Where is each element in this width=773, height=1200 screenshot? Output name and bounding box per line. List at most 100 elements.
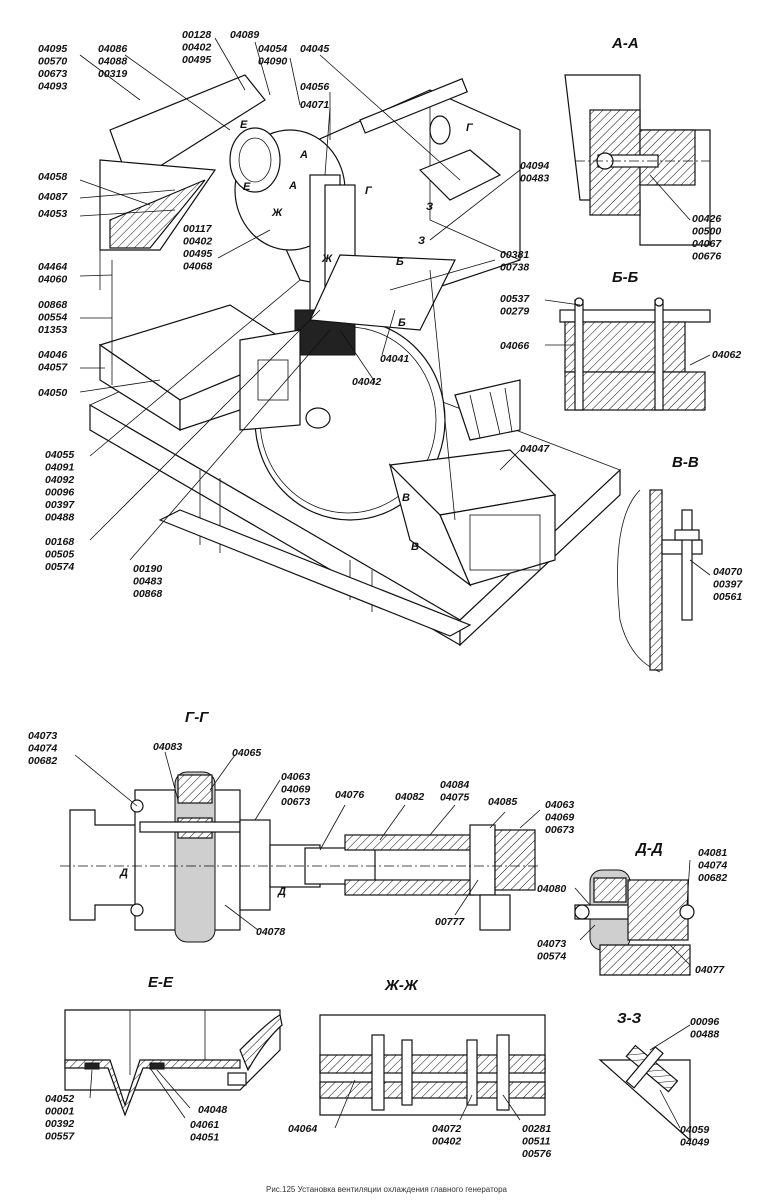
- callout-04050: 04050: [38, 387, 67, 399]
- part-number: 00319: [98, 68, 127, 80]
- part-number: 04062: [712, 349, 741, 361]
- section-vv: [617, 489, 703, 673]
- part-number: 00096: [690, 1016, 719, 1028]
- cut-mark-b: Б: [398, 317, 406, 329]
- part-number: 00554: [38, 312, 67, 324]
- part-number: 04070: [713, 566, 742, 578]
- part-number: 00128: [182, 29, 211, 41]
- part-number: 00682: [698, 872, 727, 884]
- part-number: 04072: [432, 1123, 461, 1135]
- callout-04045: 04045: [300, 43, 329, 55]
- part-number: 04091: [45, 462, 74, 474]
- part-number: 00402: [183, 236, 212, 248]
- part-number: 00868: [38, 299, 67, 311]
- part-number: 04069: [545, 812, 574, 824]
- callout-04062: 04062: [712, 349, 741, 361]
- part-number: 00500: [692, 226, 721, 238]
- part-number: 00738: [500, 262, 529, 274]
- part-number: 00426: [692, 213, 721, 225]
- cut-mark-a: А: [299, 149, 308, 161]
- part-number: 04066: [500, 340, 529, 352]
- part-number: 00537: [500, 293, 530, 305]
- part-number: 04093: [38, 81, 67, 93]
- part-number: 04061: [190, 1119, 219, 1131]
- callout-00777: 00777: [435, 916, 465, 928]
- part-number: 04094: [520, 160, 549, 172]
- part-number: 00673: [545, 824, 574, 836]
- section-zz: [598, 1044, 691, 1142]
- part-number: 00673: [281, 796, 310, 808]
- part-number: 04085: [488, 796, 517, 808]
- cut-mark-z: З: [426, 201, 433, 213]
- part-number: 00682: [28, 755, 57, 767]
- section-title-zhzh: Ж-Ж: [384, 977, 419, 994]
- section-bb: [559, 297, 711, 411]
- fan-shaft: [359, 78, 469, 134]
- figure-caption: Рис.125 Установка вентиляции охлаждения …: [265, 1185, 507, 1194]
- part-number: 00001: [45, 1106, 74, 1118]
- part-number: 00096: [45, 487, 74, 499]
- part-number: 04051: [190, 1132, 219, 1144]
- part-number: 04067: [692, 238, 722, 250]
- part-number: 00397: [713, 579, 743, 591]
- part-number: 00281: [522, 1123, 551, 1135]
- part-number: 00279: [500, 306, 529, 318]
- part-number: 00483: [133, 576, 162, 588]
- part-number: 00576: [522, 1148, 551, 1160]
- part-number: 00673: [38, 68, 67, 80]
- part-number: 00168: [45, 536, 74, 548]
- cut-mark-a: А: [288, 180, 297, 192]
- cut-mark-zh: Ж: [271, 207, 283, 219]
- callout-04066: 04066: [500, 340, 529, 352]
- part-number: 04064: [288, 1123, 317, 1135]
- callout-04082: 04082: [395, 791, 424, 803]
- part-number: 01353: [38, 324, 67, 336]
- section-title-gg: Г-Г: [185, 709, 209, 726]
- part-number: 04053: [38, 208, 67, 220]
- part-number: 04088: [98, 56, 127, 68]
- callout-04056: 04056: [300, 81, 329, 93]
- part-number: 00392: [45, 1118, 74, 1130]
- part-number: 04086: [98, 43, 127, 55]
- part-number: 04069: [281, 784, 310, 796]
- part-number: 04047: [520, 443, 550, 455]
- callout-04089: 04089: [230, 29, 259, 41]
- part-number: 00511: [522, 1136, 551, 1148]
- section-title-dd: Д-Д: [634, 840, 663, 857]
- section-aa: [564, 74, 711, 246]
- callout-04041: 04041: [380, 353, 409, 365]
- part-number: 04059: [680, 1124, 709, 1136]
- part-number: 00190: [133, 563, 162, 575]
- part-number: 04073: [28, 730, 57, 742]
- part-number: 04464: [38, 261, 67, 273]
- cut-mark-z: З: [418, 235, 425, 247]
- part-number: 00505: [45, 549, 74, 561]
- vent-fins: [454, 379, 521, 441]
- part-number: 00557: [45, 1131, 75, 1143]
- callout-04076: 04076: [335, 789, 364, 801]
- part-number: 04092: [45, 474, 74, 486]
- part-number: 04089: [230, 29, 259, 41]
- part-number: 00397: [45, 499, 75, 511]
- section-zhzh: [319, 1014, 546, 1116]
- callout-04042: 04042: [352, 376, 381, 388]
- part-number: 04058: [38, 171, 67, 183]
- callout-04053: 04053: [38, 208, 67, 220]
- part-number: 04055: [45, 449, 74, 461]
- part-number: 04054: [258, 43, 287, 55]
- part-number: 00676: [692, 251, 721, 263]
- callout-04087: 04087: [38, 191, 68, 203]
